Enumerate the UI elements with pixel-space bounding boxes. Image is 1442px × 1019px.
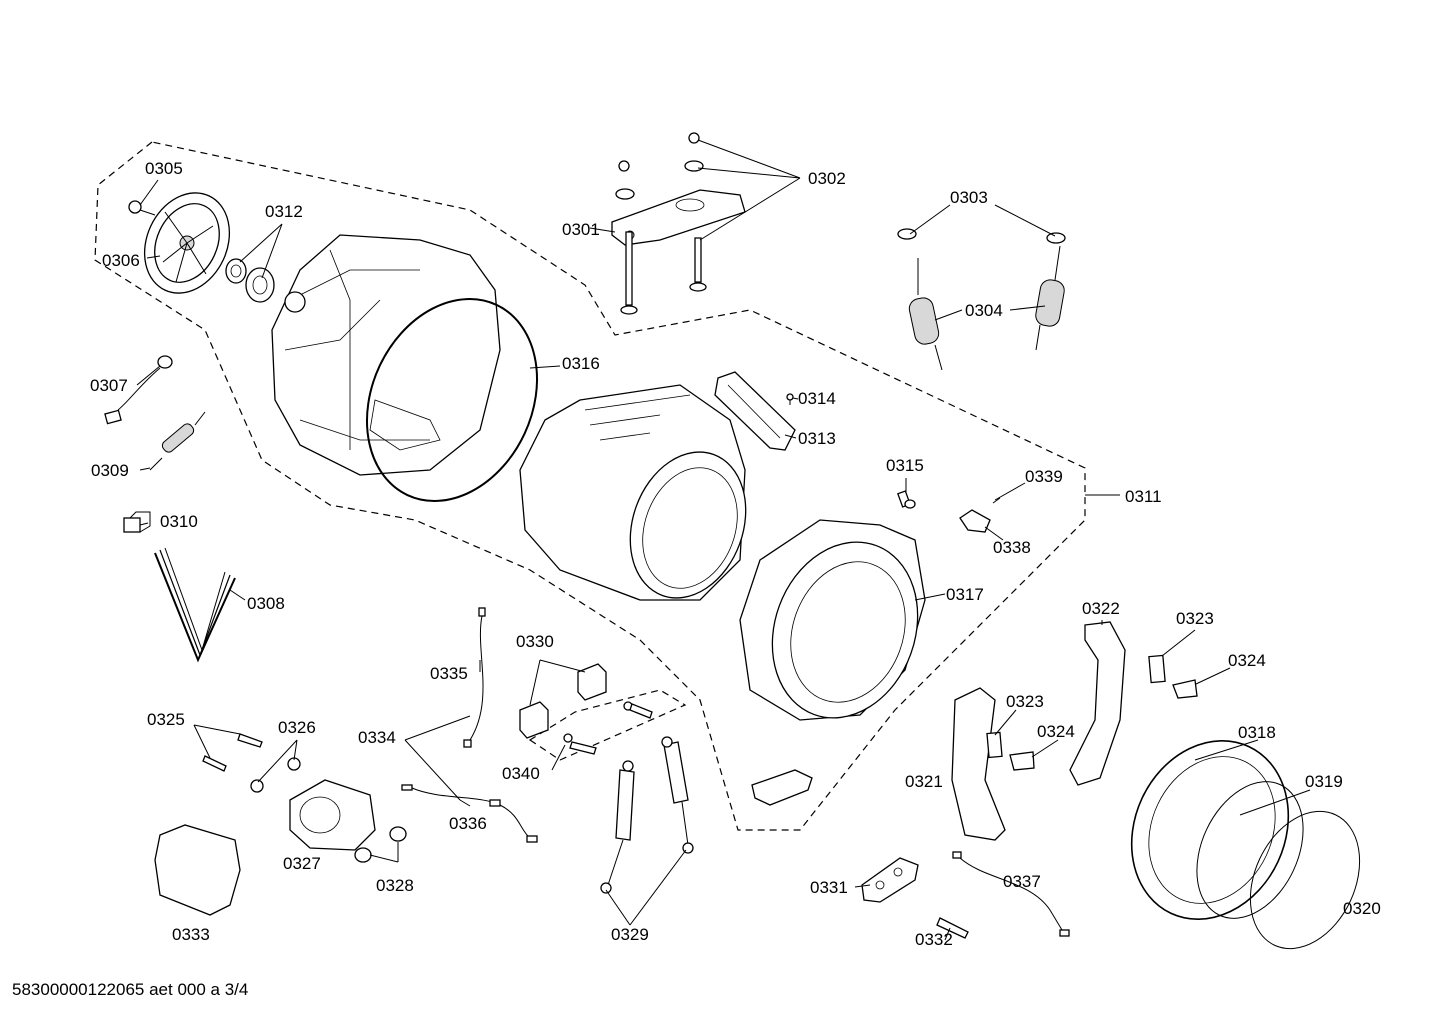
label-0330: 0330 <box>516 632 554 651</box>
label-0324-left: 0324 <box>1037 722 1075 741</box>
label-0328: 0328 <box>376 876 414 895</box>
label-0321: 0321 <box>905 772 943 791</box>
label-0340: 0340 <box>502 764 540 783</box>
label-0314: 0314 <box>798 389 836 408</box>
label-0326: 0326 <box>278 718 316 737</box>
label-0301: 0301 <box>562 220 600 239</box>
hinge-plate-parts <box>986 654 1166 759</box>
assembly-boundary-weights <box>528 689 687 761</box>
label-0310: 0310 <box>160 512 198 531</box>
label-0339: 0339 <box>1025 467 1063 486</box>
bracket-fastener-parts <box>615 132 707 315</box>
label-0313: 0313 <box>798 429 836 448</box>
heater-plate-part <box>861 857 919 903</box>
label-0315: 0315 <box>886 456 924 475</box>
leader-lines <box>136 139 1311 941</box>
label-0329: 0329 <box>611 925 649 944</box>
clip-part <box>123 511 151 533</box>
label-0306: 0306 <box>102 251 140 270</box>
harness-cable-parts <box>401 607 538 843</box>
label-0303: 0303 <box>950 188 988 207</box>
drum-paddle-part <box>714 371 796 451</box>
label-0302: 0302 <box>808 169 846 188</box>
hinge-knob-parts <box>1009 679 1198 771</box>
drive-belt-part <box>154 547 236 663</box>
paddle-screw-part <box>786 393 794 405</box>
label-0317: 0317 <box>946 585 984 604</box>
label-0308: 0308 <box>247 594 285 613</box>
ntc-sensor-part <box>936 917 969 939</box>
front-tub-part <box>739 519 926 721</box>
door-frame-part <box>1130 739 1290 921</box>
control-module-part <box>154 824 241 916</box>
shock-absorber-parts <box>600 736 694 894</box>
label-0325: 0325 <box>147 710 185 729</box>
label-0336: 0336 <box>449 814 487 833</box>
drive-pulley-part <box>143 192 231 294</box>
latch-part <box>959 497 1001 533</box>
label-0338: 0338 <box>993 538 1031 557</box>
bearing-parts <box>225 258 275 303</box>
label-0327: 0327 <box>283 854 321 873</box>
bolt-0315-part <box>897 490 916 509</box>
door-clamp-ring-0319-part <box>1196 781 1304 919</box>
label-0312: 0312 <box>265 202 303 221</box>
motor-part <box>289 779 376 851</box>
label-0309: 0309 <box>91 461 129 480</box>
label-0334: 0334 <box>358 728 396 747</box>
label-0332: 0332 <box>915 930 953 949</box>
label-0304: 0304 <box>965 301 1003 320</box>
label-0333: 0333 <box>172 925 210 944</box>
label-0307: 0307 <box>90 376 128 395</box>
label-0331: 0331 <box>810 878 848 897</box>
sensor-cable-part <box>104 355 173 425</box>
document-code: 58300000122065 aet 000 a 3/4 <box>12 980 249 999</box>
label-0305: 0305 <box>145 159 183 178</box>
label-0324-right: 0324 <box>1228 651 1266 670</box>
label-0335: 0335 <box>430 664 468 683</box>
door-hinge-0321-part <box>951 687 1006 841</box>
motor-bushing-parts <box>354 826 407 863</box>
label-0320: 0320 <box>1343 899 1381 918</box>
small-spring-part <box>149 411 206 471</box>
label-0337: 0337 <box>1003 872 1041 891</box>
drum-part <box>519 384 747 601</box>
label-0316: 0316 <box>562 354 600 373</box>
assembly-boundary-rear <box>94 141 1086 831</box>
suspension-spring-parts <box>897 228 1066 371</box>
pulley-bolt-part <box>128 200 156 216</box>
label-0322: 0322 <box>1082 599 1120 618</box>
motor-screw-parts <box>202 733 301 793</box>
tub-lower-bracket-part <box>751 769 813 806</box>
door-clamp-ring-0320-part <box>1249 810 1361 950</box>
label-0323-left: 0323 <box>1006 692 1044 711</box>
label-0319: 0319 <box>1305 772 1343 791</box>
label-0323-right: 0323 <box>1176 609 1214 628</box>
sensor-cable-0337-part <box>952 851 1070 937</box>
tub-seal-ring-part <box>365 298 539 502</box>
label-0318: 0318 <box>1238 723 1276 742</box>
counterweight-parts <box>519 663 653 755</box>
door-hinge-0322-part <box>1069 621 1126 786</box>
label-0311: 0311 <box>1125 487 1162 506</box>
